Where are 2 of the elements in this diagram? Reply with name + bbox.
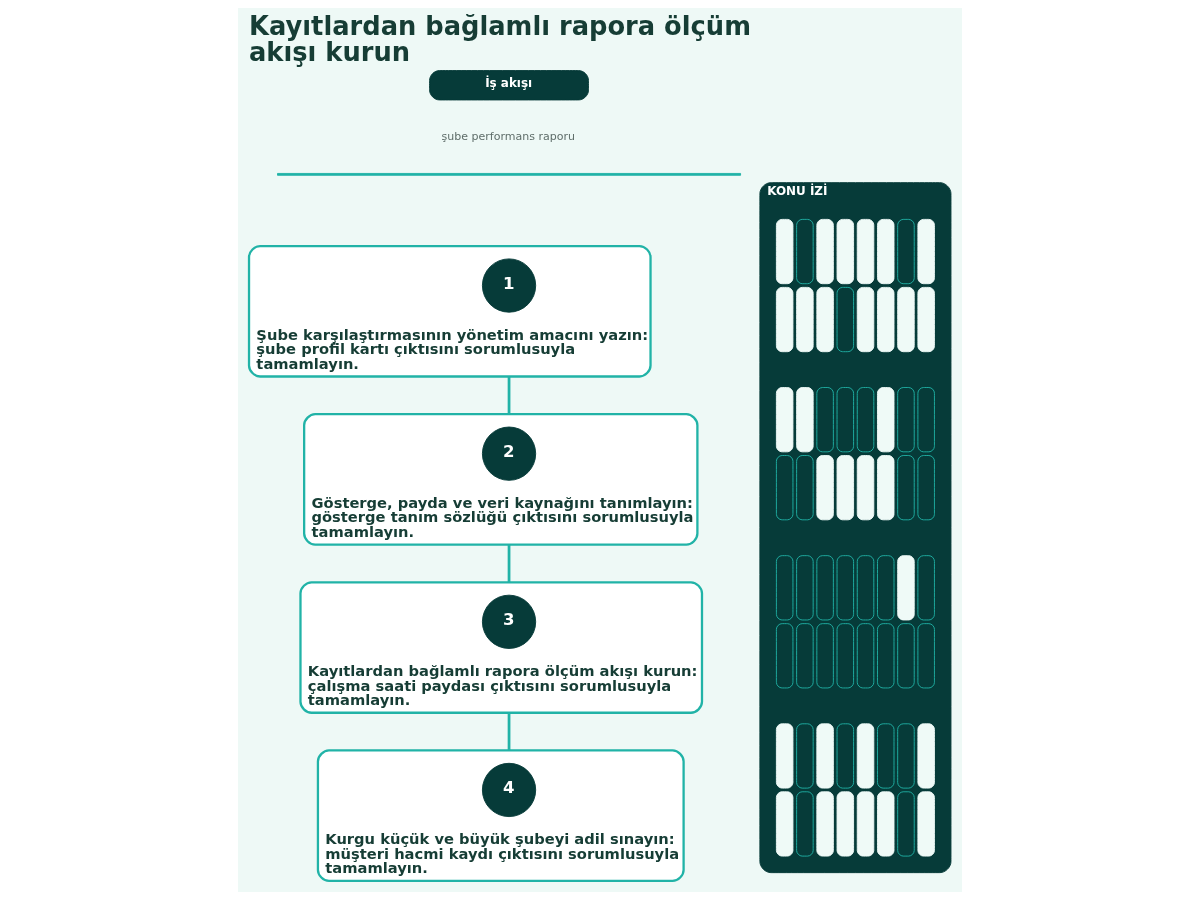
label: şube performans raporu [441, 129, 575, 143]
diagram-title: Kayıtlardan bağlamlı rapora ölçüm akışı kurun [249, 11, 751, 67]
